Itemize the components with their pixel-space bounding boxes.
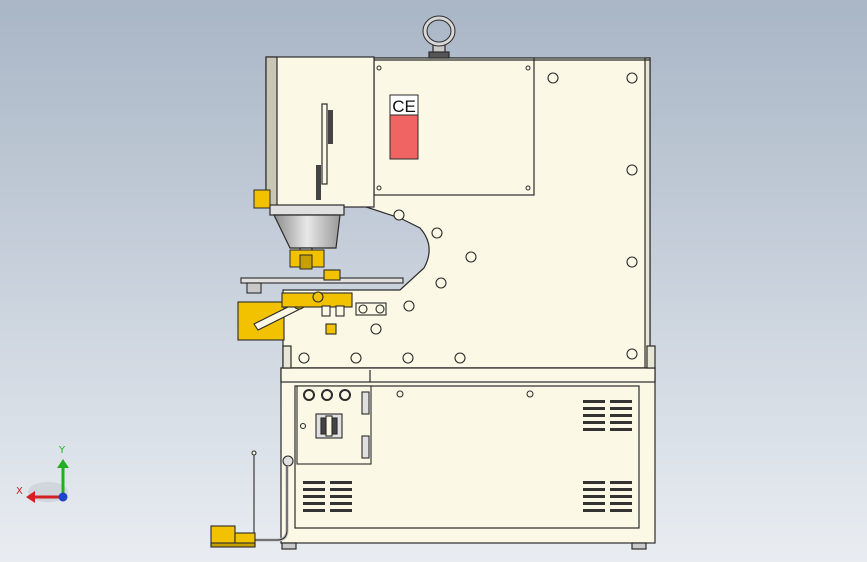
stripper [289, 249, 325, 270]
vent-grille-bottom-left [303, 481, 352, 512]
triad-x-label: X [16, 486, 23, 497]
indicator-lamp-3 [339, 389, 351, 401]
press-head [265, 56, 375, 208]
ce-label: CE [389, 94, 419, 160]
foot-pedal[interactable] [210, 525, 256, 548]
vent-grille-bottom-right [583, 481, 632, 512]
indicator-lamp-2 [321, 389, 333, 401]
frame-bolts [298, 72, 638, 364]
base-cabinet [280, 345, 656, 550]
coordinate-triad: Y X [16, 445, 69, 503]
stroke-lever [237, 291, 387, 341]
triad-y-label: Y [58, 445, 66, 456]
yellow-stop-block [253, 189, 271, 209]
power-cable [251, 450, 294, 542]
vent-grille-top-right [583, 400, 632, 431]
ce-mark-text: CE [392, 97, 416, 116]
work-table [240, 269, 404, 294]
control-panel[interactable] [296, 385, 372, 465]
warning-label [389, 114, 419, 160]
lifting-eye-bolt [422, 15, 456, 59]
cabinet-screws [396, 390, 534, 398]
indicator-lamp-1 [303, 389, 315, 401]
upper-frame [282, 57, 651, 369]
